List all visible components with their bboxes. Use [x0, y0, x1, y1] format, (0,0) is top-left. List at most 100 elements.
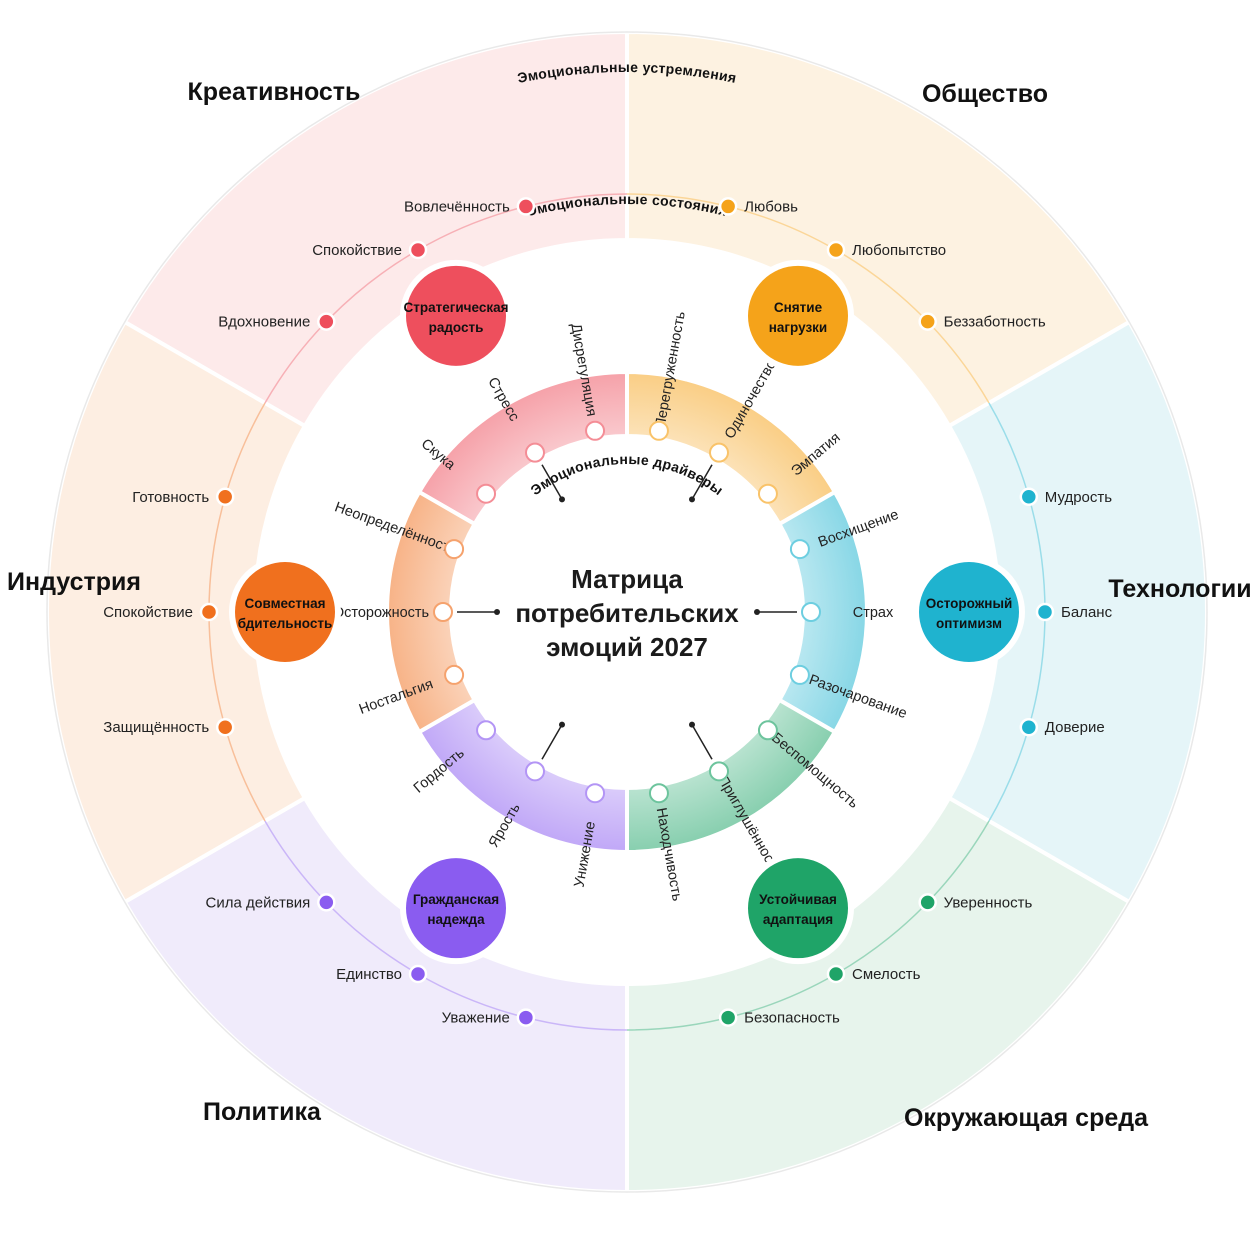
aspiration-dot — [215, 487, 235, 507]
sector-title-society: Общество — [922, 80, 1048, 108]
aspiration-label: Спокойствие — [103, 604, 193, 621]
driver-dot — [648, 420, 669, 441]
center-title-line3: эмоций 2027 — [546, 632, 708, 662]
aspiration-dot — [918, 312, 937, 331]
aspiration-label: Готовность — [132, 489, 209, 506]
aspiration-label: Смелость — [852, 966, 921, 983]
core-circle-technology — [919, 562, 1019, 662]
driver-dot — [433, 602, 453, 622]
aspiration-dot — [317, 893, 336, 912]
core-label: Устойчивая — [759, 892, 837, 907]
aspiration-dot — [1019, 717, 1039, 737]
pointer-dot — [559, 496, 565, 503]
aspiration-dot — [718, 197, 738, 216]
driver-dot — [789, 539, 810, 560]
aspiration-label: Единство — [336, 966, 402, 983]
aspiration-label: Беззаботность — [944, 314, 1046, 331]
center-title-line1: Матрица — [571, 564, 683, 594]
aspiration-label: Безопасность — [744, 1010, 840, 1027]
core-circle-industry — [235, 562, 335, 662]
core-label: Снятие — [774, 300, 823, 315]
aspiration-label: Любовь — [744, 198, 798, 215]
driver-dot — [585, 420, 606, 441]
outer-sector-environment — [625, 795, 1133, 1195]
outer-border — [46, 31, 1208, 1193]
aspiration-label: Мудрость — [1045, 489, 1112, 506]
driver-dot — [525, 761, 545, 782]
driver-label: Осторожность — [333, 605, 429, 621]
aspiration-label: Защищённость — [103, 719, 209, 736]
aspiration-dot — [826, 964, 846, 984]
aspiration-dot — [516, 1008, 536, 1027]
aspiration-label: Любопытство — [852, 242, 946, 259]
driver-dot — [476, 720, 497, 741]
driver-dot — [476, 483, 497, 504]
aspiration-dot — [215, 717, 235, 737]
aspiration-label: Баланс — [1061, 604, 1113, 621]
driver-dot — [585, 783, 606, 804]
core-circle-society — [748, 265, 848, 366]
sector-title-environment: Окружающая среда — [904, 1104, 1149, 1132]
aspiration-label: Уважение — [442, 1010, 510, 1027]
core-label: оптимизм — [936, 616, 1002, 631]
aspiration-dot — [199, 602, 219, 622]
aspiration-dot — [408, 240, 428, 260]
core-emotion-circles: Стратегическая радость Снятие нагрузкиОстор… — [229, 259, 1025, 965]
pointer-dot — [689, 496, 695, 503]
aspiration-dot — [718, 1008, 738, 1027]
sector-title-politics: Политика — [203, 1098, 322, 1126]
driver-label: Страх — [853, 605, 894, 621]
driver-dot — [444, 664, 465, 685]
aspiration-dot — [1035, 602, 1055, 622]
core-label: надежда — [427, 912, 485, 927]
sector-title-technology: Технологии — [1108, 575, 1251, 603]
driver-dot — [757, 483, 778, 504]
pointer-line — [541, 464, 563, 500]
aspiration-label: Вдохновение — [218, 314, 310, 331]
pointer-line — [691, 724, 713, 760]
driver-dot — [801, 602, 821, 622]
outer-ring — [45, 29, 1209, 1195]
core-label: Совместная — [244, 596, 325, 611]
aspiration-label: Уверенность — [944, 894, 1033, 911]
aspiration-label: Спокойствие — [312, 242, 402, 259]
pointer-line — [541, 724, 563, 760]
core-label: Стратегическая — [404, 300, 509, 315]
connector-dots — [199, 197, 1055, 1027]
driver-dot — [757, 720, 778, 741]
aspiration-dot — [1019, 487, 1039, 507]
aspiration-dot — [516, 197, 536, 216]
aspiration-label: Сила действия — [206, 894, 311, 911]
driver-dot — [709, 761, 729, 782]
aspiration-dot — [408, 964, 428, 984]
sector-title-creativity: Креативность — [188, 78, 361, 106]
center-hub: Матрица потребительских эмоций 2027 — [450, 435, 804, 789]
sector-title-industry: Индустрия — [7, 568, 141, 596]
driver-dot — [525, 442, 545, 463]
core-label: адаптация — [763, 912, 833, 927]
sector-titles: Креативность ОбществоТехнологииОкружающая… — [7, 78, 1252, 1132]
core-circle-environment — [748, 858, 848, 959]
aspiration-label: Доверие — [1045, 719, 1105, 736]
pointer-dot — [689, 721, 695, 728]
core-label: бдительность — [238, 616, 333, 631]
pointer-dot — [754, 609, 760, 615]
aspiration-dot — [317, 312, 336, 331]
driver-dot — [648, 783, 669, 804]
core-label: Осторожный — [926, 596, 1013, 611]
pointer-dot — [494, 609, 500, 615]
driver-dot — [709, 442, 729, 463]
aspiration-dot — [826, 240, 846, 260]
core-circle-politics — [406, 858, 506, 959]
core-circle-creativity — [406, 265, 506, 366]
driver-dot — [444, 539, 465, 560]
pointer-dot — [559, 721, 565, 728]
core-label: нагрузки — [769, 320, 827, 335]
pointer-line — [691, 464, 713, 500]
center-title-line2: потребительских — [515, 598, 739, 628]
core-label: Гражданская — [413, 892, 499, 907]
core-label: радость — [429, 320, 484, 335]
aspiration-label: Вовлечённость — [404, 198, 510, 215]
aspiration-dot — [918, 893, 937, 912]
